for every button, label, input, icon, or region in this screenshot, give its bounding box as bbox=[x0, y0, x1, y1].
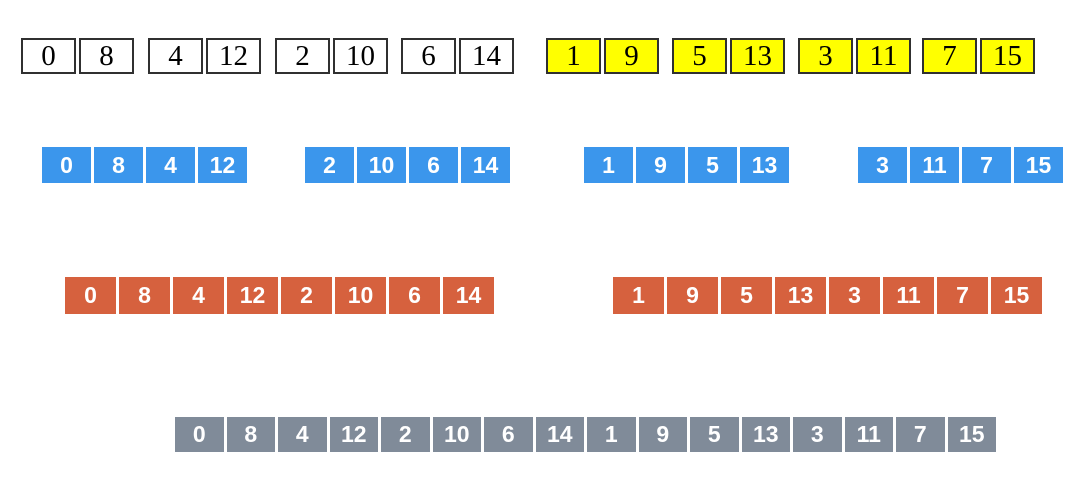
number-cell: 10 bbox=[335, 277, 386, 314]
number-cell: 8 bbox=[226, 417, 275, 452]
number-cell: 4 bbox=[278, 417, 327, 452]
number-cell: 6 bbox=[409, 147, 458, 183]
number-cell: 9 bbox=[667, 277, 718, 314]
number-cell: 1 bbox=[613, 277, 664, 314]
number-cell: 10 bbox=[357, 147, 406, 183]
number-cell: 15 bbox=[991, 277, 1042, 314]
highlighted-number-box: 11 bbox=[856, 38, 911, 74]
number-box: 10 bbox=[333, 38, 388, 74]
number-box: 0 bbox=[21, 38, 76, 74]
number-box: 8 bbox=[79, 38, 134, 74]
number-cell: 6 bbox=[389, 277, 440, 314]
number-cell: 9 bbox=[638, 417, 687, 452]
number-cell: 7 bbox=[937, 277, 988, 314]
number-cell: 3 bbox=[858, 147, 907, 183]
number-cell: 8 bbox=[119, 277, 170, 314]
highlighted-number-box: 13 bbox=[730, 38, 785, 74]
number-cell: 2 bbox=[305, 147, 354, 183]
number-cell: 13 bbox=[775, 277, 826, 314]
number-cell: 15 bbox=[1014, 147, 1063, 183]
number-cell: 11 bbox=[844, 417, 893, 452]
highlighted-number-box: 5 bbox=[672, 38, 727, 74]
number-cell: 7 bbox=[962, 147, 1011, 183]
number-box: 12 bbox=[206, 38, 261, 74]
highlighted-number-box: 9 bbox=[604, 38, 659, 74]
highlighted-number-box: 1 bbox=[546, 38, 601, 74]
number-cell: 11 bbox=[910, 147, 959, 183]
number-cell: 5 bbox=[688, 147, 737, 183]
number-box: 2 bbox=[275, 38, 330, 74]
highlighted-number-box: 7 bbox=[922, 38, 977, 74]
number-cell: 13 bbox=[741, 417, 790, 452]
highlighted-number-box: 15 bbox=[980, 38, 1035, 74]
number-cell: 3 bbox=[829, 277, 880, 314]
number-cell: 1 bbox=[584, 147, 633, 183]
number-cell: 14 bbox=[443, 277, 494, 314]
number-cell: 12 bbox=[198, 147, 247, 183]
number-cell: 12 bbox=[329, 417, 378, 452]
number-box: 6 bbox=[401, 38, 456, 74]
number-box: 4 bbox=[148, 38, 203, 74]
number-cell: 8 bbox=[94, 147, 143, 183]
number-cell: 10 bbox=[432, 417, 481, 452]
number-cell: 1 bbox=[587, 417, 636, 452]
number-cell: 4 bbox=[146, 147, 195, 183]
number-cell: 2 bbox=[281, 277, 332, 314]
number-cell: 0 bbox=[65, 277, 116, 314]
number-cell: 5 bbox=[690, 417, 739, 452]
number-cell: 0 bbox=[42, 147, 91, 183]
number-cell: 9 bbox=[636, 147, 685, 183]
number-cell: 7 bbox=[896, 417, 945, 452]
number-cell: 14 bbox=[535, 417, 584, 452]
number-cell: 11 bbox=[883, 277, 934, 314]
number-cell: 12 bbox=[227, 277, 278, 314]
number-cell: 14 bbox=[461, 147, 510, 183]
number-cell: 13 bbox=[740, 147, 789, 183]
number-cell: 15 bbox=[947, 417, 996, 452]
number-cell: 2 bbox=[381, 417, 430, 452]
number-cell: 6 bbox=[484, 417, 533, 452]
number-cell: 0 bbox=[175, 417, 224, 452]
number-cell: 3 bbox=[793, 417, 842, 452]
number-box: 14 bbox=[459, 38, 514, 74]
highlighted-number-box: 3 bbox=[798, 38, 853, 74]
number-cell: 5 bbox=[721, 277, 772, 314]
number-cell: 4 bbox=[173, 277, 224, 314]
